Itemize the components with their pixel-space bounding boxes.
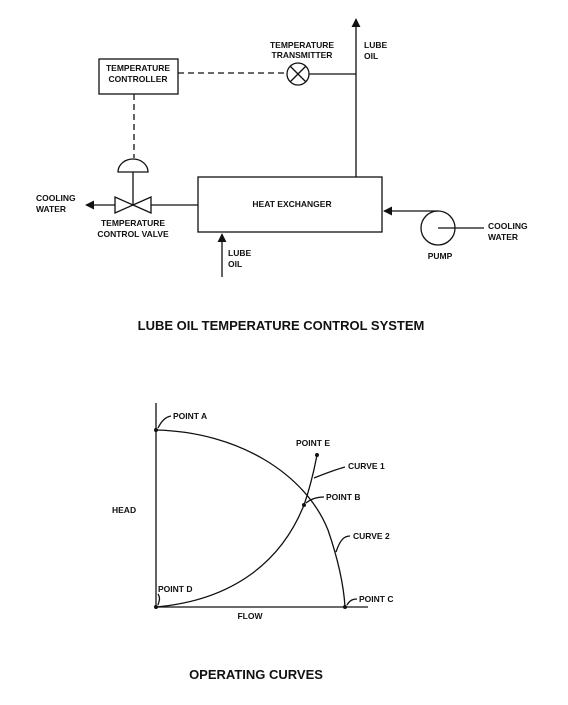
curve-1-leader: [313, 466, 346, 479]
temperature-transmitter-label-2: TRANSMITTER: [272, 50, 333, 60]
curve-2-label: CURVE 2: [353, 531, 390, 541]
pump-label: PUMP: [428, 251, 453, 261]
lube-oil-in-label-2: OIL: [228, 259, 242, 269]
curves-diagram-title: OPERATING CURVES: [189, 667, 323, 682]
cooling-water-in-label-1: COOLING: [488, 221, 528, 231]
curve-1-line: [155, 454, 318, 608]
heat-exchanger-label: HEAT EXCHANGER: [252, 199, 331, 209]
temperature-control-valve-label-1: TEMPERATURE: [101, 218, 165, 228]
curves-diagram: HEAD FLOW POINT A POINT E CURVE 1 POINT …: [112, 403, 393, 682]
temperature-controller-label-1: TEMPERATURE: [106, 63, 170, 73]
point-d-label: POINT D: [158, 584, 192, 594]
temperature-controller: TEMPERATURE CONTROLLER: [98, 58, 179, 95]
temperature-transmitter-icon: [286, 62, 310, 86]
lube-oil-out-label-2: OIL: [364, 51, 378, 61]
point-a-marker: [154, 428, 158, 432]
heat-exchanger: HEAT EXCHANGER: [197, 176, 383, 233]
curve-2-leader: [335, 535, 351, 553]
system-diagram-title: LUBE OIL TEMPERATURE CONTROL SYSTEM: [138, 318, 425, 333]
curve-2-line: [155, 429, 346, 608]
cooling-water-out-label-1: COOLING: [36, 193, 76, 203]
point-d-marker: [154, 605, 158, 609]
x-axis-label: FLOW: [237, 611, 263, 621]
point-e-label: POINT E: [296, 438, 330, 448]
temperature-control-valve-icon: [114, 158, 152, 215]
cooling-water-out-label-2: WATER: [36, 204, 66, 214]
temperature-control-valve-label-2: CONTROL VALVE: [97, 229, 169, 239]
point-c-marker: [343, 605, 347, 609]
point-b-label: POINT B: [326, 492, 360, 502]
curve-1-label: CURVE 1: [348, 461, 385, 471]
lube-oil-out-label-1: LUBE: [364, 40, 387, 50]
cooling-water-in-label-2: WATER: [488, 232, 518, 242]
pump-icon: [420, 210, 484, 246]
point-b-marker: [302, 503, 306, 507]
point-c-leader: [346, 598, 358, 606]
point-a-label: POINT A: [173, 411, 207, 421]
temperature-transmitter-label-1: TEMPERATURE: [270, 40, 334, 50]
lube-oil-in-label-1: LUBE: [228, 248, 251, 258]
y-axis-label: HEAD: [112, 505, 136, 515]
system-diagram: TEMPERATURE CONTROLLER TEMPERATURE TRANS…: [36, 18, 528, 333]
point-e-marker: [315, 453, 319, 457]
point-c-label: POINT C: [359, 594, 393, 604]
point-a-leader: [157, 415, 172, 429]
point-b-leader: [305, 496, 325, 504]
temperature-controller-label-2: CONTROLLER: [108, 74, 167, 84]
point-d-leader: [157, 593, 161, 606]
